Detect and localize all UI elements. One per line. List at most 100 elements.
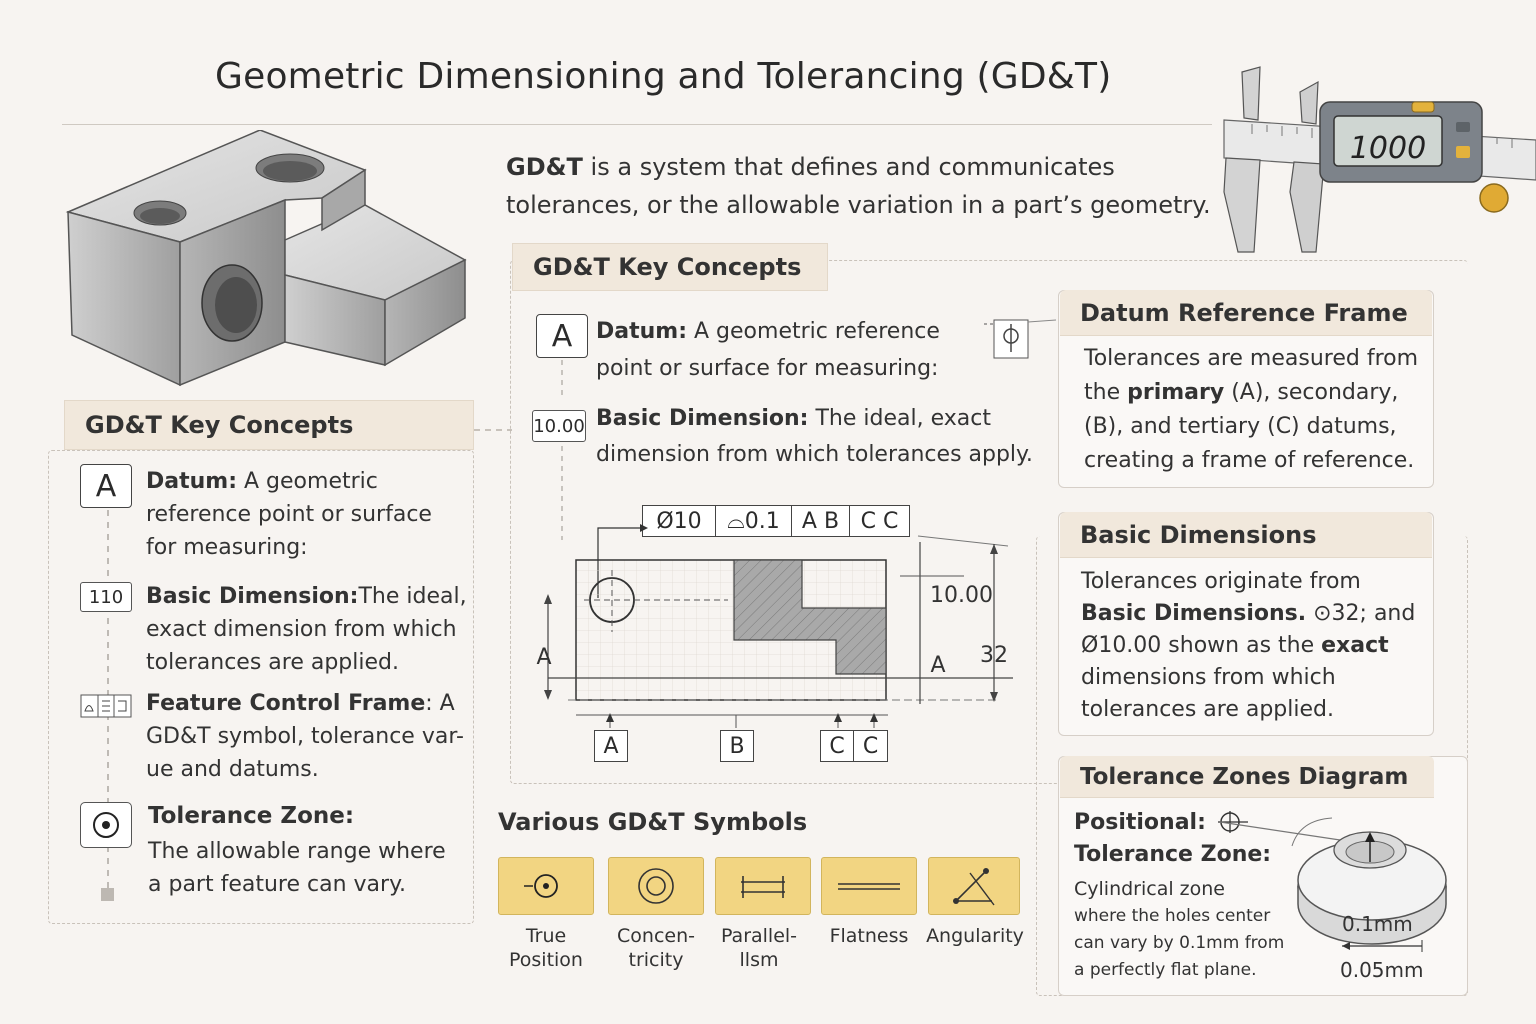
- center-concepts-heading: GD&T Key Concepts: [512, 243, 828, 291]
- tolerance-desc-2: a part feature can vary.: [148, 872, 406, 897]
- basic-dims-line2b: ⊙32; and: [1306, 601, 1416, 626]
- intro-lead: GD&T: [506, 153, 583, 181]
- panel-link-dash: [474, 429, 512, 431]
- datum-desc-1: A geometric: [237, 469, 378, 494]
- zone-title: Tolerance Zone:: [1074, 842, 1272, 867]
- datum-desc-2: reference point or surface: [146, 502, 432, 527]
- datum-frame-line1: Tolerances are measured from: [1084, 346, 1419, 371]
- label-parallelism-2: llsm: [739, 949, 779, 971]
- tolerance-zone-cylinder: [1220, 817, 1447, 945]
- datum-frame-line4: creating a frame of reference.: [1084, 448, 1415, 473]
- intro-line2: tolerances, or the allowable variation i…: [506, 191, 1211, 219]
- symbol-tile-true-position: [498, 857, 594, 915]
- left-datum-text: Datum: A geometric reference point or su…: [146, 465, 466, 564]
- basic-dims-line4: dimensions from which: [1081, 665, 1336, 690]
- basic-dims-line2a: Basic Dimensions.: [1081, 601, 1307, 626]
- intro-line1: is a system that defines and communicate…: [582, 153, 1115, 181]
- datum-frame-line2c: (A), secondary,: [1224, 380, 1399, 405]
- label-true-position-2: Position: [509, 949, 583, 971]
- caliper-illustration: 1000: [1223, 66, 1536, 253]
- center-connector-line: [561, 360, 563, 540]
- basic-desc-2: exact dimension from which: [146, 617, 457, 642]
- left-concepts-panel: [48, 450, 474, 924]
- true-position-icon: [524, 874, 558, 898]
- datum-frame-primary: primary: [1127, 380, 1225, 405]
- center-datum-text: Datum: A geometric reference point or su…: [596, 313, 976, 387]
- fcf-desc-2: GD&T symbol, tolerance var-: [146, 724, 464, 749]
- center-basic-desc-2: dimension from which tolerances apply.: [596, 442, 1033, 467]
- label-angularity-1: Angularity: [926, 925, 1024, 947]
- left-concepts-heading: GD&T Key Concepts: [64, 400, 474, 450]
- center-basic-title: Basic Dimension:: [596, 406, 809, 431]
- basic-dims-line3a: Ø10.00 shown as the: [1081, 633, 1322, 658]
- tolerance-zone-title: Tolerance Zone:: [148, 803, 355, 829]
- symbol-tile-angularity: [928, 857, 1020, 915]
- datum-frame-heading: Datum Reference Frame: [1060, 290, 1432, 336]
- datum-frame-line2a: the: [1084, 380, 1128, 405]
- fcf-datum-cc-cell: C C: [850, 505, 910, 537]
- label-concentricity-1: Concen-: [617, 925, 695, 947]
- page-title: Geometric Dimensioning and Tolerancing (…: [215, 56, 1112, 97]
- datum-frame-text: Tolerances are measured from the primary…: [1084, 342, 1424, 478]
- datum-tag-c-wrap: C C: [820, 730, 888, 762]
- drawing-dim-10: 10.00: [930, 583, 993, 608]
- zone-desc-3: can vary by 0.1mm from: [1074, 933, 1285, 953]
- feature-control-frame-icon: [80, 694, 132, 718]
- zone-desc-2: where the holes center: [1074, 906, 1271, 926]
- fcf-position-cell: Ø10: [642, 505, 716, 537]
- datum-tag-b-wrap: B: [720, 730, 754, 762]
- fcf-desc-3: ue and datums.: [146, 757, 319, 782]
- center-basic-desc-1: The ideal, exact: [808, 406, 991, 431]
- symbol-tile-concentricity: [608, 857, 704, 915]
- label-parallelism: Parallel- llsm: [703, 924, 815, 972]
- datum-tag-b: B: [720, 730, 754, 762]
- symbol-tile-flatness: [821, 857, 917, 915]
- drawing-datum-left: A: [536, 645, 551, 670]
- basic-dimension-title: Basic Dimension:: [146, 584, 359, 609]
- label-concentricity-2: tricity: [628, 949, 684, 971]
- center-datum-desc-2: point or surface for measuring:: [596, 356, 939, 381]
- positional-label: Positional:: [1074, 809, 1206, 835]
- basic-dimensions-text: Tolerances originate from Basic Dimensio…: [1081, 566, 1426, 726]
- center-concepts-panel: [510, 260, 1468, 784]
- fcf-desc-1: : A: [425, 691, 455, 716]
- tolerance-zones-heading: Tolerance Zones Diagram: [1060, 756, 1434, 798]
- basic-dimensions-heading: Basic Dimensions: [1060, 512, 1432, 558]
- label-concentricity: Concen- tricity: [600, 924, 712, 972]
- datum-symbol-icon: [984, 319, 1057, 359]
- symbol-tile-parallelism: [715, 857, 811, 915]
- technical-drawing: A 10.00 A 32: [536, 524, 1013, 728]
- center-datum-badge: A: [536, 314, 588, 358]
- center-datum-title: Datum:: [596, 319, 688, 344]
- label-flatness: Flatness: [814, 924, 924, 948]
- datum-frame-line3: (B), and tertiary (C) datums,: [1084, 414, 1397, 439]
- basic-desc-3: tolerances are applied.: [146, 650, 399, 675]
- datum-tag-a-wrap: A: [594, 730, 628, 762]
- label-angularity: Angularity: [918, 924, 1032, 948]
- datum-badge: A: [80, 464, 132, 508]
- flatness-icon: [838, 883, 900, 890]
- zone-dim-1: 0.1mm: [1342, 912, 1413, 936]
- fcf-tolerance-cell: ⌓0.1: [716, 505, 792, 537]
- tolerance-zone-icon: [93, 812, 119, 838]
- datum-tag-c2: C: [854, 730, 888, 762]
- label-true-position-1: True: [525, 925, 567, 947]
- center-basic-text: Basic Dimension: The ideal, exact dimens…: [596, 401, 1036, 473]
- drawing-dim-32: 32: [980, 643, 1008, 668]
- datum-tag-a: A: [594, 730, 628, 762]
- center-basic-badge: 10.00: [532, 410, 586, 442]
- fcf-title: Feature Control Frame: [146, 691, 426, 716]
- datum-title: Datum:: [146, 469, 238, 494]
- basic-desc-1: The ideal,: [358, 584, 467, 609]
- caliper-display: 1000: [1350, 131, 1426, 166]
- angularity-icon: [953, 868, 995, 906]
- datum-tag-c1: C: [820, 730, 854, 762]
- left-tolerance-text: Tolerance Zone: The allowable range wher…: [148, 800, 468, 901]
- machined-block-illustration: [65, 130, 467, 387]
- basic-dimension-badge: 110: [80, 582, 132, 612]
- basic-dims-line1: Tolerances originate from: [1081, 569, 1361, 594]
- intro-text: GD&T is a system that defines and commun…: [506, 148, 1211, 224]
- fcf-datum-ab-cell: A B: [792, 505, 850, 537]
- zone-dim-2: 0.05mm: [1340, 958, 1424, 982]
- basic-dims-line5: tolerances are applied.: [1081, 697, 1334, 722]
